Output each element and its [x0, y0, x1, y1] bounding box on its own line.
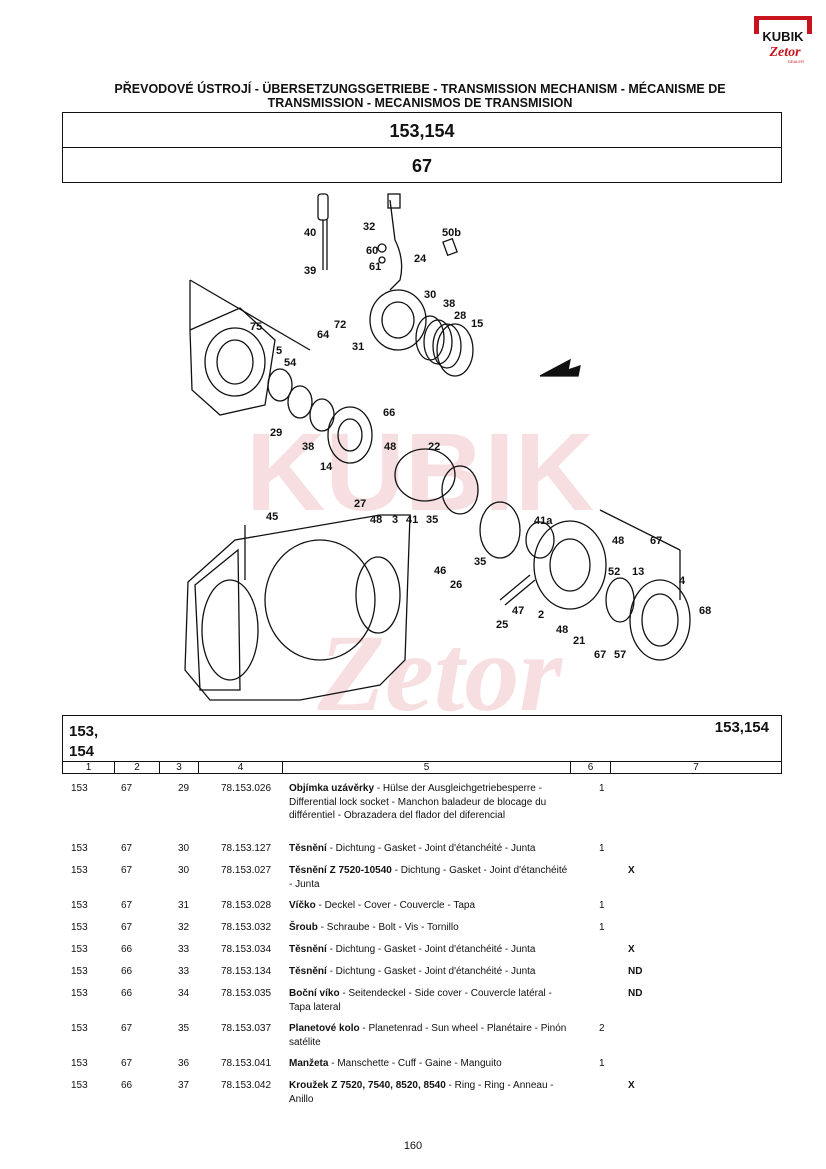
label-57: 57	[614, 649, 626, 661]
logo-top-text: KUBIK	[762, 29, 804, 44]
label-39: 39	[304, 265, 316, 277]
label-35a: 35	[426, 514, 438, 526]
col-7: 7	[693, 762, 699, 773]
label-64: 64	[317, 329, 330, 341]
label-27: 27	[354, 498, 366, 510]
table-right-title: 153,154	[714, 719, 769, 736]
label-41a: 41a	[534, 515, 553, 527]
label-32: 32	[363, 221, 375, 233]
label-15: 15	[471, 318, 483, 330]
page-title: PŘEVODOVÉ ÚSTROJÍ - ÜBERSETZUNGSGETRIEBE…	[114, 82, 726, 110]
col-1: 1	[63, 762, 115, 773]
label-48d: 48	[556, 624, 568, 636]
label-61: 61	[369, 261, 381, 273]
label-24: 24	[414, 253, 427, 265]
kubik-zetor-logo: KUBIK Zetor DEALER	[754, 16, 812, 64]
column-headers: 1 2 3 4 5 6 7	[62, 761, 782, 774]
diagram-labels: 40 32 50b 60 61 24 39 30 38 28 15 64 72 …	[250, 221, 711, 661]
table-left-title: 153, 154	[69, 723, 99, 760]
label-14: 14	[320, 461, 333, 473]
label-60: 60	[366, 245, 378, 257]
label-29: 29	[270, 427, 282, 439]
label-5: 5	[276, 345, 282, 357]
label-48c: 48	[612, 535, 624, 547]
col-6: 6	[571, 762, 611, 773]
label-38a: 38	[443, 298, 455, 310]
label-41: 41	[406, 514, 418, 526]
label-67b: 67	[594, 649, 606, 661]
watermark-kubik: KUBIK	[246, 411, 594, 534]
label-50b: 50b	[442, 227, 461, 239]
label-35b: 35	[474, 556, 486, 568]
label-48a: 48	[384, 441, 396, 453]
label-68: 68	[699, 605, 711, 617]
label-45: 45	[266, 511, 278, 523]
label-72: 72	[334, 319, 346, 331]
page-number: 160	[403, 1140, 423, 1152]
label-54: 54	[284, 357, 297, 369]
label-38b: 38	[302, 441, 314, 453]
label-31: 31	[352, 341, 364, 353]
exploded-parts-diagram: KUBIK Zetor	[184, 193, 711, 715]
label-30: 30	[424, 289, 436, 301]
logo-sub-text: DEALER	[788, 59, 804, 64]
col-2: 2	[115, 762, 160, 773]
label-28: 28	[454, 310, 466, 322]
label-21: 21	[573, 635, 585, 647]
label-2: 2	[538, 609, 544, 621]
label-48b: 48	[370, 514, 382, 526]
label-75: 75	[250, 321, 262, 333]
col-5: 5	[283, 762, 571, 773]
label-25: 25	[496, 619, 508, 631]
col-3: 3	[160, 762, 199, 773]
label-4: 4	[679, 575, 686, 587]
label-67a: 67	[650, 535, 662, 547]
parts-table-header: 153, 154 153,154	[62, 715, 782, 763]
header-group: 67	[62, 147, 782, 183]
label-52: 52	[608, 566, 620, 578]
label-46: 46	[434, 565, 446, 577]
logo-bottom-text: Zetor	[768, 45, 801, 60]
label-40: 40	[304, 227, 316, 239]
label-3: 3	[392, 514, 398, 526]
col-4: 4	[199, 762, 283, 773]
header-models: 153,154	[62, 112, 782, 148]
label-26: 26	[450, 579, 462, 591]
watermark-zetor: Zetor	[317, 612, 564, 715]
label-47: 47	[512, 605, 524, 617]
label-22: 22	[428, 441, 440, 453]
label-66: 66	[383, 407, 395, 419]
watermark: KUBIK Zetor	[246, 411, 594, 715]
label-13: 13	[632, 566, 644, 578]
